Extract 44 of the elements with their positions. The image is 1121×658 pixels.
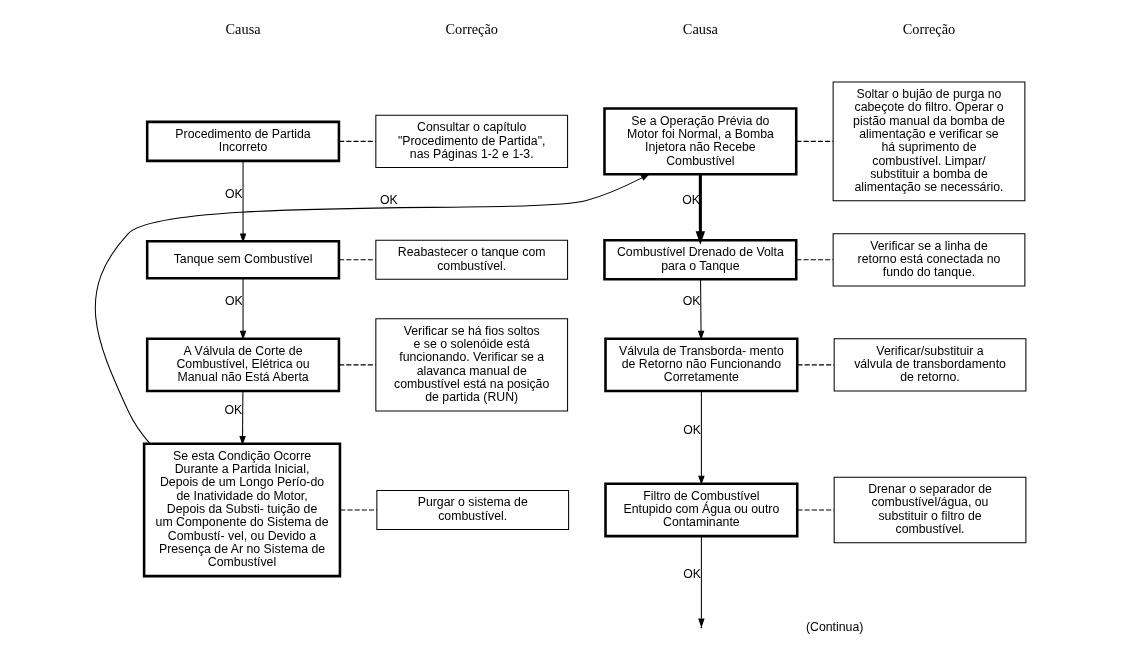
connector	[338, 140, 377, 142]
connector	[796, 364, 835, 366]
node-box: Verificar se a linha de retorno está conectada no fundo do tanque.	[832, 233, 1026, 287]
label: Causa	[225, 21, 261, 38]
edge-label: OK	[682, 192, 701, 207]
node-box: Consultar o capítulo "Procedimento de Partida", nas Páginas 1-2 e 1-3.	[375, 114, 569, 169]
node-box: Reabastecer o tanque com combustível.	[375, 239, 569, 280]
node-box: Verificar se há fios soltos e se o solenóide está funcionando. Verificar se a alavanca manual de combustível está na posição de partida (RUN)	[375, 318, 569, 412]
edge-label: OK	[683, 422, 702, 437]
arrow	[698, 390, 705, 486]
arrow	[695, 174, 706, 245]
edge-label: OK	[682, 294, 701, 309]
connector	[795, 259, 834, 261]
connector	[796, 509, 835, 511]
edge-label: OK	[683, 566, 702, 581]
node-box: Soltar o bujão de purga no cabeçote do filtro. Operar o pistão manual da bomba de alimentação e verificar se há suprimento de combustível. Limpar/ substituir a bomba de alimentação se necessário.	[832, 81, 1026, 202]
edge-label: OK	[224, 293, 243, 308]
node-box: Válvula de Transborda- mento de Retorno não Funcionando Corretamente	[604, 337, 799, 393]
arrow	[239, 390, 246, 446]
node-box: Verificar/substituir a válvula de transbordamento de retorno.	[833, 338, 1027, 392]
node-box: Drenar o separador de combustível/água, ou substituir o filtro de combustível.	[833, 476, 1027, 544]
node-box: Procedimento de Partida Incorreto	[145, 120, 341, 163]
node-box: Se esta Condição Ocorre Durante a Partida Inicial, Depois de um Longo Perío-do de Inatividade do Motor, Depois da Substi- tuição de um Componente do Sistema de Combustí- vel, ou Devido a Presença de Ar no Sistema de Combustível	[142, 442, 342, 578]
label: Correção	[902, 21, 956, 38]
node-box: Se a Operação Prévia do Motor foi Normal, a Bomba Injetora não Recebe Combustível	[603, 107, 798, 176]
arrow	[94, 173, 651, 445]
node-box: Filtro de Combustível Entupido com Água ou outro Contaminante	[604, 482, 799, 538]
node-box: Purgar o sistema de combustível.	[376, 489, 570, 530]
node-box: Combustível Drenado de Volta para o Tanque	[603, 239, 798, 281]
label: Correção	[445, 21, 498, 38]
node-box: Tanque sem Combustível	[145, 240, 341, 280]
connector	[338, 364, 377, 366]
node-box: A Válvula de Corte de Combustível, Elétrica ou Manual não Está Aberta	[145, 337, 341, 393]
connector	[339, 509, 378, 511]
arrow	[697, 279, 705, 341]
edge-label: OK	[224, 403, 243, 417]
label: (Continua)	[805, 619, 864, 634]
connector	[338, 259, 377, 261]
edge-label: OK	[380, 193, 398, 208]
connector	[795, 140, 834, 142]
edge-label: OK	[224, 186, 243, 201]
label: Causa	[682, 21, 718, 38]
arrow	[239, 160, 247, 243]
arrow	[239, 277, 247, 341]
